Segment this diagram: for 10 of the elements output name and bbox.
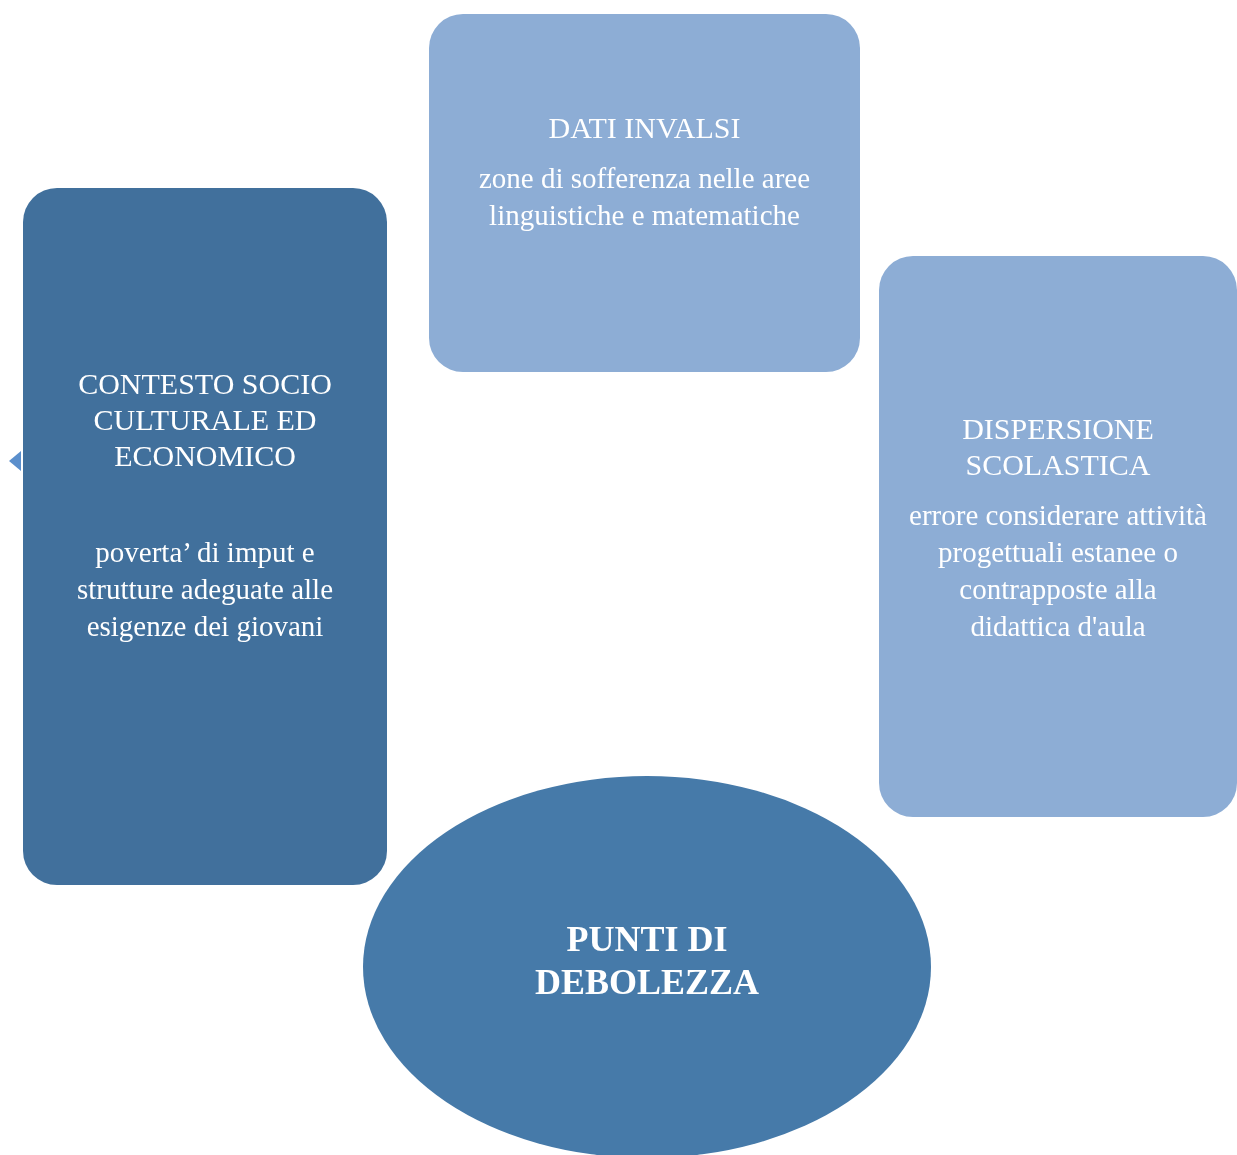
- description: errore considerare attività progettuali estanee o contrapposte alla didattica d'aula: [908, 498, 1208, 645]
- heading: DISPERSIONE SCOLASTICA: [961, 411, 1155, 483]
- heading: DATI INVALSI: [548, 110, 741, 146]
- heading: PUNTI DI DEBOLEZZA: [533, 918, 761, 1005]
- description: poverta’ di imput e strutture adeguate alle esigenze dei giovani: [75, 535, 334, 645]
- heading: CONTESTO SOCIO CULTURALE ED ECONOMICO: [77, 366, 333, 474]
- description: zone di sofferenza nelle aree linguistiche e matematiche: [477, 161, 812, 234]
- rounded-box: [879, 256, 1237, 817]
- rounded-box: [429, 14, 860, 372]
- rounded-box: [23, 188, 387, 885]
